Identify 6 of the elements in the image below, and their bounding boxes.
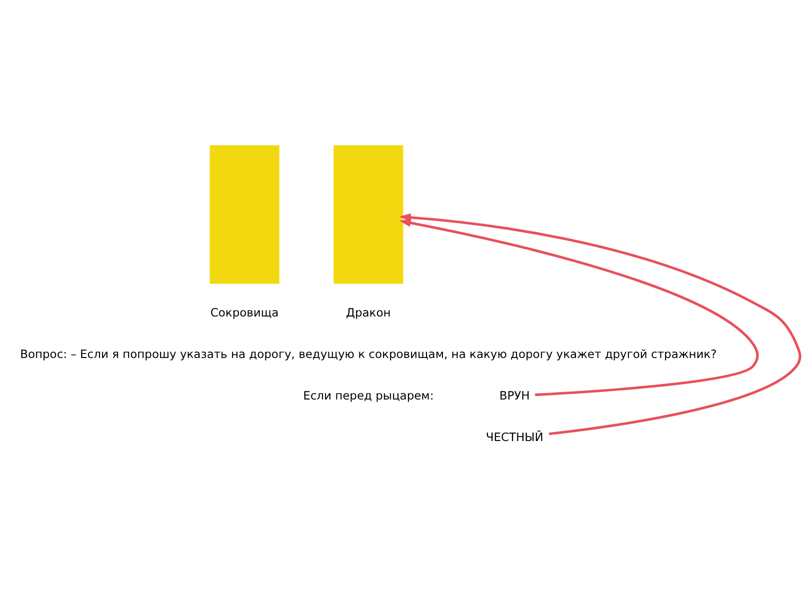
node-text: ВРУН <box>499 388 530 402</box>
node-label: Дракон <box>346 305 391 320</box>
node-text: ЧЕСТНЫЙ <box>486 430 544 444</box>
label: Вопрос: – Если я попрошу указать на дорогу, ведущую к сокровищам, на какую дорогу укажет другой стражник? <box>20 346 717 361</box>
label: Если перед рыцарем: <box>303 388 434 402</box>
node-label: Сокровища <box>210 305 279 320</box>
